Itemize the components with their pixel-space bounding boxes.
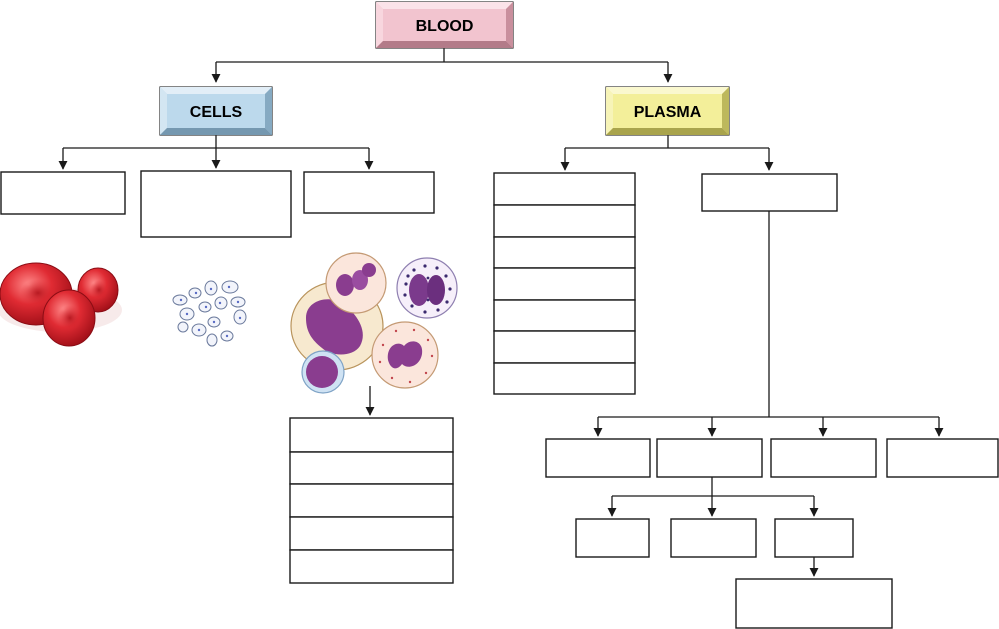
wbc-row-5[interactable] (289, 549, 454, 584)
platelet (206, 333, 218, 347)
cells-box-bevel-top (160, 87, 272, 94)
blood-box-inner (383, 9, 506, 41)
blank-box-four-4[interactable] (886, 438, 999, 478)
platelet-granules (179, 285, 242, 338)
blank-box-sub-2[interactable] (670, 518, 757, 558)
plasma-box-inner (613, 94, 722, 128)
blank-box-cells-right[interactable] (303, 171, 435, 214)
platelet (177, 321, 189, 333)
wbc-row-1[interactable] (289, 417, 454, 453)
blank-box-bottom[interactable] (735, 578, 893, 629)
neutrophil-right (371, 321, 439, 389)
wbc-stacked-list (289, 417, 454, 584)
blood-label: BLOOD (416, 18, 474, 35)
blank-box-four-3[interactable] (770, 438, 877, 478)
cells-box: CELLS (159, 86, 273, 136)
blank-box-four-1[interactable] (545, 438, 651, 478)
stacked-row-2[interactable] (493, 204, 636, 238)
cells-label: CELLS (190, 104, 243, 121)
blank-boxes (0, 170, 999, 629)
plasma-box-bevel-top (606, 87, 729, 94)
white-blood-cells-illustration (290, 252, 458, 394)
blood-box: BLOOD (375, 1, 514, 49)
wbc-row-2[interactable] (289, 451, 454, 485)
cells-box-bevel-bottom (160, 128, 272, 135)
cells-box-bevel-right (265, 87, 272, 135)
blood-box-bevel-top (376, 2, 513, 9)
plasma-box-bevel-right (722, 87, 729, 135)
plasma-box-bevel-left (606, 87, 613, 135)
red-blood-cells-illustration (0, 262, 122, 347)
blank-box-plasma-right[interactable] (701, 173, 838, 212)
stacked-row-4[interactable] (493, 267, 636, 301)
wbc-row-3[interactable] (289, 483, 454, 518)
rbc-front (42, 289, 96, 347)
blank-box-cells-middle[interactable] (140, 170, 292, 238)
platelets-illustration (172, 280, 247, 347)
blood-box-bevel-right (506, 2, 513, 48)
blank-box-sub-3[interactable] (774, 518, 854, 558)
blood-box-bevel-bottom (376, 41, 513, 48)
cells-box-inner (167, 94, 265, 128)
stacked-row-5[interactable] (493, 299, 636, 332)
stacked-row-7[interactable] (493, 362, 636, 395)
basophil (396, 257, 458, 319)
plasma-box: PLASMA (605, 86, 730, 136)
lymphocyte (301, 350, 345, 394)
plasma-label: PLASMA (634, 104, 702, 121)
stacked-row-6[interactable] (493, 330, 636, 364)
connector-lines (58, 48, 944, 577)
blank-box-four-2[interactable] (656, 438, 763, 478)
blank-box-sub-1[interactable] (575, 518, 650, 558)
blood-box-bevel-left (376, 2, 383, 48)
neutrophil-top (325, 252, 387, 314)
cells-box-bevel-left (160, 87, 167, 135)
plasma-box-bevel-bottom (606, 128, 729, 135)
blank-box-cells-left[interactable] (0, 171, 126, 215)
wbc-row-4[interactable] (289, 516, 454, 551)
stacked-row-3[interactable] (493, 236, 636, 269)
plasma-stacked-list (493, 172, 636, 395)
stacked-row-1[interactable] (493, 172, 636, 206)
